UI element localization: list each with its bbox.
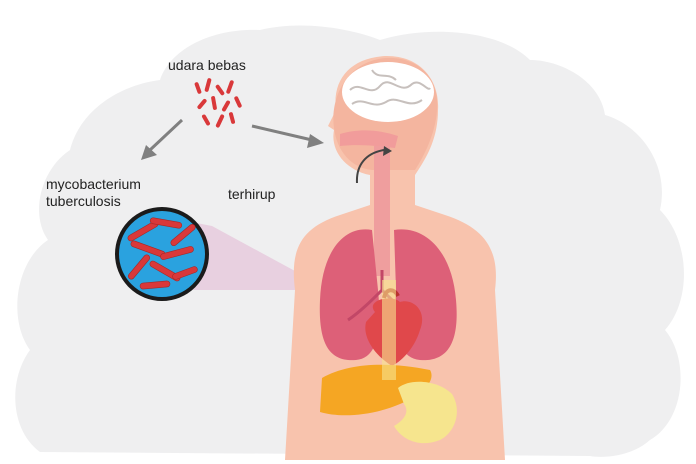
- arrow-to-bacterium: [141, 118, 184, 160]
- magnified-bacteria-lens: [115, 207, 209, 301]
- airborne-bacteria-icon: [194, 78, 242, 128]
- stomach-icon: [394, 381, 457, 444]
- brain-icon: [342, 62, 434, 122]
- label-bacterium-line2: tuberculosis: [46, 193, 121, 209]
- esophagus: [382, 280, 396, 380]
- arrow-to-nose: [251, 124, 324, 148]
- label-free-air: udara bebas: [168, 57, 246, 73]
- label-bacterium-name: mycobacterium tuberculosis: [46, 176, 141, 210]
- airway: [340, 130, 398, 276]
- label-inhaled: terhirup: [228, 186, 276, 202]
- liver-icon: [320, 364, 432, 416]
- label-bacterium-line1: mycobacterium: [46, 176, 141, 192]
